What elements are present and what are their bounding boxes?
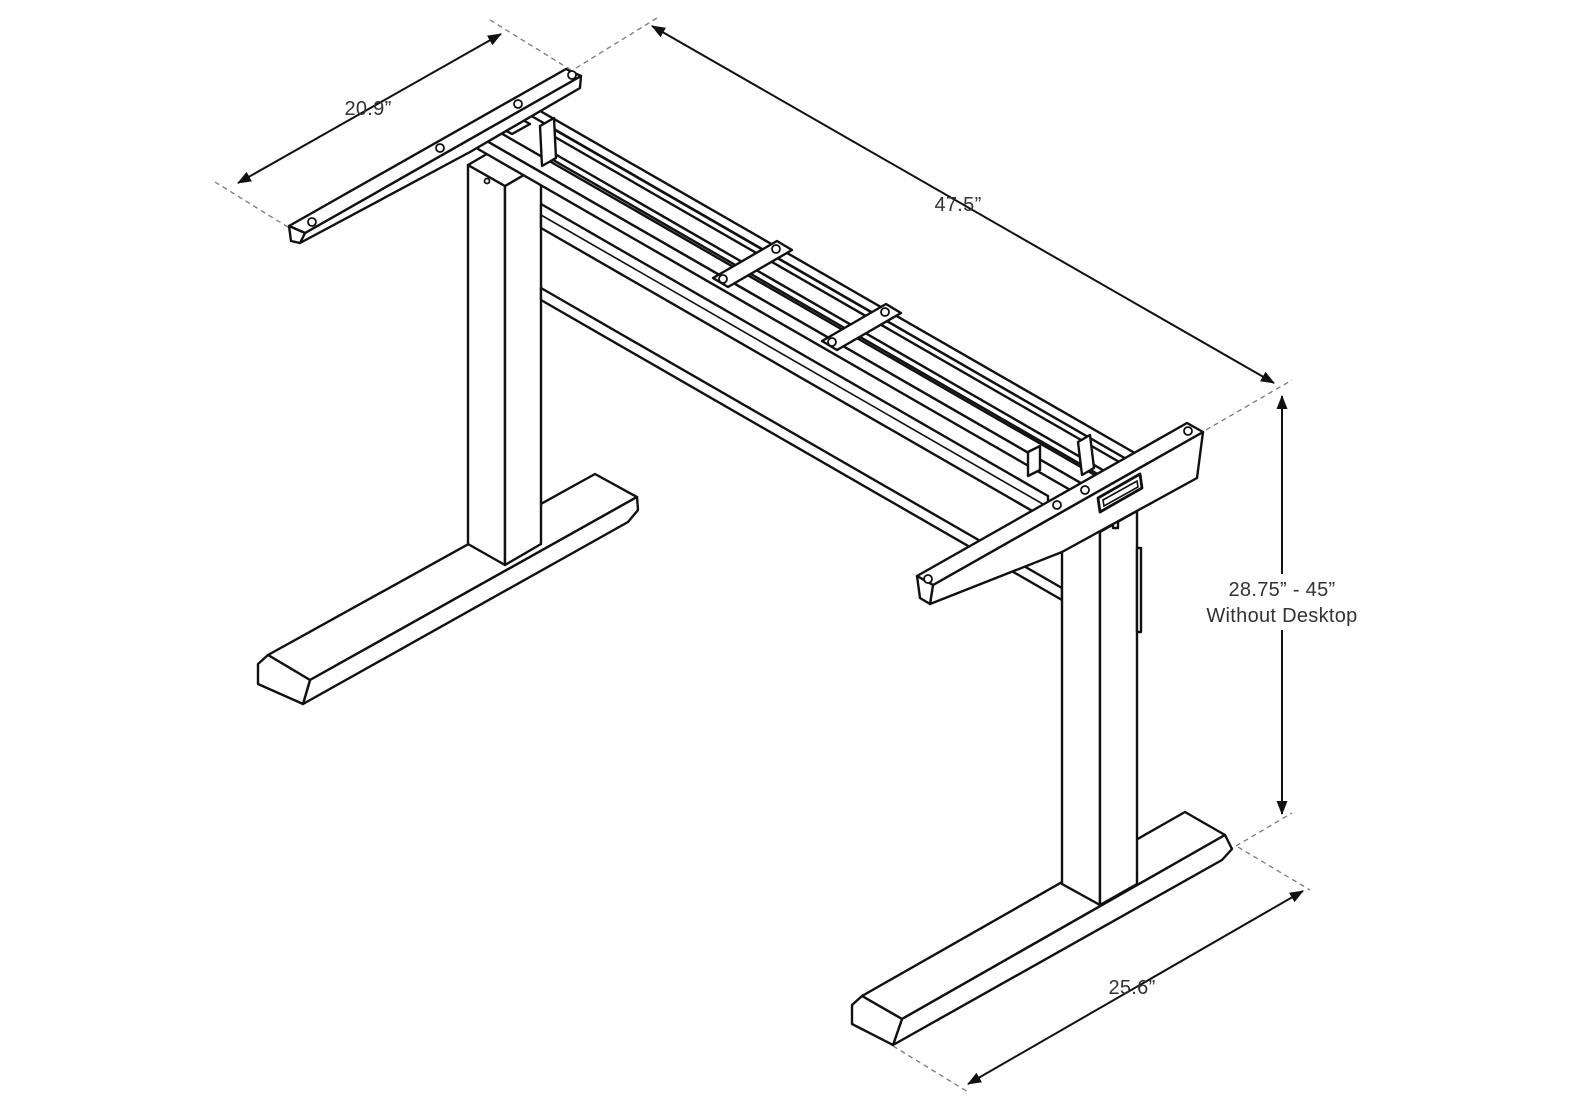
right-foot	[850, 810, 1234, 1047]
bolt-hole	[1052, 500, 1062, 510]
left-bracket-lip	[287, 224, 307, 245]
base-depth-arrow	[967, 890, 1304, 1085]
bolt-hole	[1183, 426, 1193, 436]
extension-line	[892, 1045, 969, 1093]
drive-rod-rear	[546, 124, 1130, 469]
left-column-screw	[483, 177, 491, 185]
extension-line	[214, 181, 292, 230]
extension-line	[489, 19, 572, 71]
right-column	[1060, 508, 1143, 907]
extension-line	[1235, 812, 1293, 847]
frame-length-arrow	[651, 25, 1275, 384]
extension-line	[1205, 379, 1293, 431]
height-label-backdrop	[1196, 574, 1368, 630]
bolt-hole	[307, 217, 317, 227]
bolt-hole	[435, 143, 445, 153]
bolt-hole	[513, 99, 523, 109]
height-note-label: Without Desktop	[1206, 605, 1357, 627]
bolt-hole	[1080, 485, 1090, 495]
right-column-side	[1098, 509, 1139, 907]
right-column-front	[1060, 508, 1102, 907]
left-column-front	[466, 163, 507, 567]
left-foot-tip	[256, 653, 312, 706]
bolt-hole	[771, 244, 781, 254]
bolt-hole	[718, 274, 728, 284]
right-mount-bracket	[1076, 433, 1096, 477]
right-mount-block	[1026, 444, 1042, 478]
left-foot-top	[266, 472, 639, 682]
top-depth-arrow	[237, 33, 502, 184]
drive-rod-front	[546, 148, 1110, 482]
bolt-hole	[827, 337, 837, 347]
dimension-lines: 20.9” 47.5” 28.75” - 45” Without Desktop…	[214, 17, 1368, 1093]
right-top-bracket	[915, 421, 1205, 606]
left-foot	[256, 472, 640, 706]
left-column	[466, 142, 543, 567]
column-cable-channel	[1135, 546, 1143, 634]
top-depth-label: 20.9”	[344, 98, 391, 120]
bolt-hole	[923, 574, 933, 584]
right-foot-top	[860, 810, 1227, 1021]
extension-line	[575, 17, 658, 69]
right-foot-tip	[850, 994, 904, 1047]
brand-plate-inner	[1102, 479, 1139, 508]
base-depth-label: 25.6”	[1108, 977, 1155, 999]
rear-rail	[526, 102, 1142, 469]
extension-line	[1237, 846, 1311, 891]
bolt-hole	[567, 70, 577, 80]
bolt-hole	[880, 307, 890, 317]
height-range-label: 28.75” - 45”	[1229, 579, 1336, 601]
left-mount-bracket	[538, 116, 558, 168]
frame-length-label: 47.5”	[934, 194, 981, 216]
left-column-side	[503, 163, 543, 567]
